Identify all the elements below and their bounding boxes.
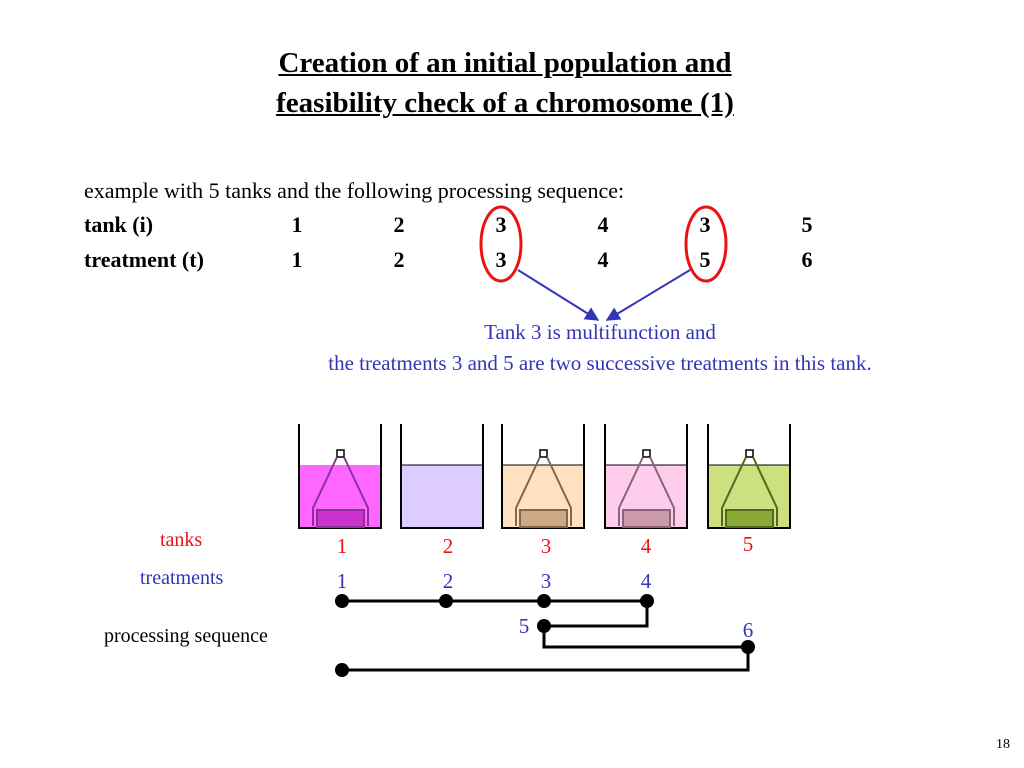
treatment-seq-cell: 3: [495, 247, 507, 272]
treatment-seq-cell: 5: [699, 247, 711, 272]
slide-title-line1: Creation of an initial population and: [278, 47, 732, 79]
tank-number: 2: [442, 534, 454, 558]
treatment-number: 2: [442, 569, 454, 593]
tank-number: 4: [640, 534, 652, 558]
treatment-seq-cell: 1: [291, 247, 303, 272]
arrow-icon: [517, 269, 600, 321]
treatment-number: 3: [540, 569, 552, 593]
note-line1: Tank 3 is multifunction and: [484, 320, 716, 344]
treatment-seq-cell: 6: [801, 247, 813, 272]
tank-seq-cell: 5: [801, 212, 813, 237]
intro-text: example with 5 tanks and the following p…: [84, 178, 625, 203]
tank-seq-cell: 3: [495, 212, 507, 237]
sequence-node: [335, 594, 755, 677]
hoist-icon: [312, 449, 369, 528]
tank-number: 3: [540, 534, 552, 558]
tanks-label: tanks: [160, 529, 203, 551]
treatment-seq-cell: 4: [597, 247, 609, 272]
tank-seq-cell: 2: [393, 212, 405, 237]
treatment-row-label: treatment (t): [84, 247, 204, 272]
treatment-number-6: 6: [742, 618, 754, 642]
treatments-label: treatments: [140, 567, 224, 589]
hoist-icon: [515, 449, 572, 528]
treatment-seq-cell: 2: [393, 247, 405, 272]
note-line2: the treatments 3 and 5 are two successiv…: [328, 351, 872, 375]
treatment-number-5: 5: [518, 614, 530, 638]
treatment-number: 1: [336, 569, 348, 593]
treatment-number: 4: [640, 569, 652, 593]
tank-icon: [400, 424, 484, 529]
tank-row-label: tank (i): [84, 212, 154, 237]
tank-seq-cell: 4: [597, 212, 609, 237]
tank-number: 1: [336, 534, 348, 558]
tank-seq-cell: 3: [699, 212, 711, 237]
page-number: 18: [996, 737, 1010, 752]
circle-highlight-icon: [479, 205, 523, 283]
slide-title-line2: feasibility check of a chromosome (1): [276, 87, 734, 119]
tank-seq-cell: 1: [291, 212, 303, 237]
processing-sequence-path: [342, 599, 750, 672]
hoist-icon: [618, 449, 675, 528]
arrow-icon: [605, 269, 691, 321]
hoist-icon: [721, 449, 778, 528]
tank-number: 5: [742, 532, 754, 556]
processing-sequence-label: processing sequence: [104, 625, 268, 647]
circle-highlight-icon: [684, 205, 728, 283]
